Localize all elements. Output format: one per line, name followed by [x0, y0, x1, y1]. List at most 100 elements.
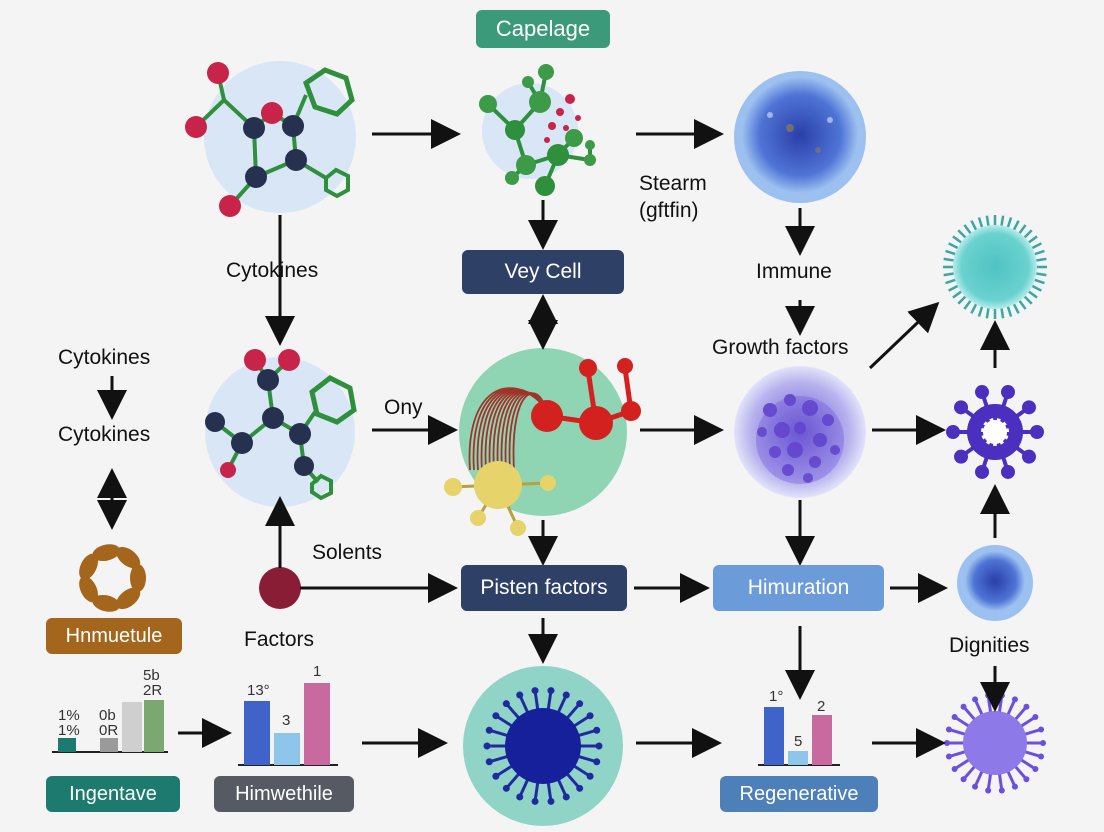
chart-bar — [100, 738, 118, 752]
spike-knob — [975, 464, 990, 479]
label-ony: Ony — [384, 396, 423, 419]
spike-knob — [998, 787, 1005, 794]
arrows — [97, 119, 1010, 758]
chart3-label-a: 1° — [769, 688, 784, 705]
spike — [943, 272, 956, 277]
spike — [1000, 306, 1005, 319]
spike-knob — [954, 449, 969, 464]
cell-top-blue — [734, 71, 866, 203]
spike-knob — [562, 793, 570, 801]
ring-segment — [92, 594, 120, 612]
spike-knob — [1038, 726, 1045, 733]
label-stearm: Stearm — [639, 172, 707, 195]
box-regenerative: Regenerative — [720, 776, 878, 812]
chart-bar — [764, 707, 784, 765]
cell-bottom-teal-virus — [463, 666, 623, 826]
spike — [1017, 224, 1027, 236]
spike-knob — [547, 797, 555, 805]
label-dignities: Dignities — [949, 634, 1030, 657]
spike — [963, 298, 973, 310]
label-factors: Factors — [244, 628, 315, 651]
cell-spot — [794, 422, 806, 434]
spike — [962, 764, 977, 781]
spike — [1000, 215, 1005, 228]
label-gftfin: (gftfin) — [639, 199, 699, 222]
mini-chart-1 — [52, 700, 168, 753]
chart1-label-a: 1% 1% — [58, 707, 80, 739]
spike — [1013, 705, 1028, 722]
spike-knob — [1032, 714, 1039, 721]
spike — [943, 257, 956, 262]
chart2-label-a: 13° — [247, 682, 270, 699]
label-solents: Solents — [312, 541, 383, 564]
box-himuration: Himuration — [713, 565, 884, 611]
cell-bottom-right-spiky — [944, 692, 1046, 794]
spike-knob — [586, 772, 594, 780]
cell-small-blue — [957, 545, 1033, 621]
spike — [948, 750, 967, 758]
cell-purple-virus — [946, 385, 1044, 479]
spike — [985, 215, 990, 228]
spike — [1022, 294, 1033, 305]
spike — [957, 294, 968, 305]
spike-knob — [547, 687, 555, 695]
mini-chart-3 — [758, 707, 840, 766]
spike-knob — [595, 742, 603, 750]
cell-spot — [757, 427, 767, 437]
spike-knob — [945, 753, 952, 760]
spike — [963, 224, 973, 236]
chart-bar — [812, 715, 832, 765]
solents-node — [259, 567, 301, 609]
cell-spot — [784, 394, 796, 406]
spike-knob — [1023, 776, 1030, 783]
spike-knob — [492, 712, 500, 720]
spike — [1019, 757, 1037, 771]
cell-spot — [763, 403, 777, 417]
spike-knob — [944, 740, 950, 746]
spike — [1019, 715, 1037, 729]
spike — [985, 306, 990, 319]
spike-knob — [586, 712, 594, 720]
spike-knob — [951, 765, 958, 772]
label-immune: Immune — [756, 260, 832, 283]
spike-knob — [972, 696, 979, 703]
brown-ring-icon — [79, 544, 146, 612]
box-pisten-factors: Pisten factors — [461, 565, 627, 611]
ring-segment — [79, 553, 99, 580]
spike — [1017, 298, 1027, 310]
cell-teal-spiky-top — [943, 215, 1047, 319]
chart-bar — [122, 702, 142, 752]
cell-spot — [813, 433, 827, 447]
ring-segment — [79, 576, 99, 603]
mini-chart-2 — [238, 683, 338, 766]
ring-segment — [92, 544, 120, 562]
spike-knob — [1040, 740, 1046, 746]
chart1-label-b: 0b 0R — [99, 707, 119, 739]
spike-knob — [1032, 765, 1039, 772]
spike-knob — [502, 784, 510, 792]
label-cytokines-top: Cytokines — [226, 259, 319, 282]
spike-knob — [951, 714, 958, 721]
spike-knob — [960, 776, 967, 783]
chart-bar — [304, 683, 330, 765]
ring-segment — [116, 587, 141, 610]
spike — [1006, 217, 1013, 230]
cell-spot — [809, 456, 821, 468]
spike-knob — [1011, 696, 1018, 703]
spike — [1013, 764, 1028, 781]
spike-knob — [531, 687, 539, 695]
cell-spot — [802, 400, 818, 416]
chart1-label-c: 5b 2R — [143, 667, 163, 699]
spike-knob — [1000, 464, 1015, 479]
box-ingentave: Ingentave — [46, 776, 180, 812]
spike-knob — [1021, 449, 1036, 464]
box-himwethile: Himwethile — [214, 776, 354, 812]
box-vey-cell: Vey Cell — [462, 250, 624, 294]
spike-knob — [485, 726, 493, 734]
cell-nucleus — [756, 396, 844, 484]
cell-spot — [782, 464, 794, 476]
spike-knob — [945, 726, 952, 733]
spike-knob — [1021, 400, 1036, 415]
spike-knob — [516, 793, 524, 801]
